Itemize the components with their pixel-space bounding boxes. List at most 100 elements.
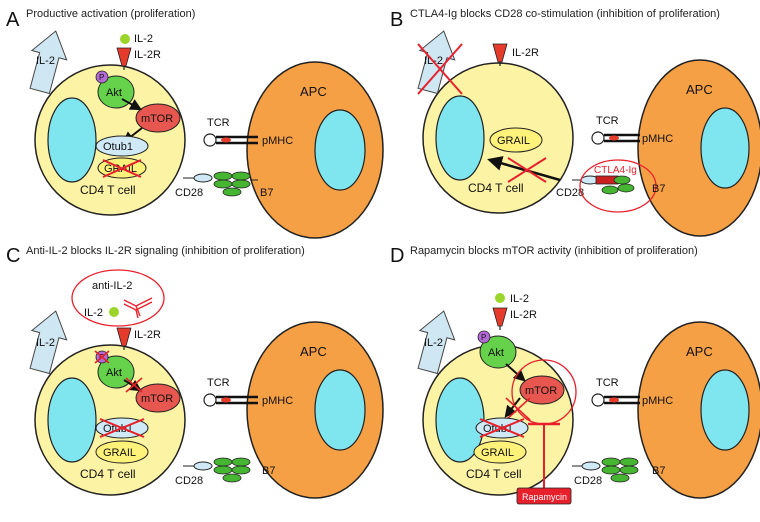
- il2-secretion-arrow: [29, 310, 68, 375]
- apc-nucleus: [314, 109, 366, 191]
- panel-d-title: Rapamycin blocks mTOR activity (inhibiti…: [410, 245, 698, 257]
- cell-label: CD4 T cell: [80, 183, 136, 197]
- cd28-receptor: [581, 461, 601, 471]
- il2-secretion-arrow: [29, 30, 68, 95]
- il2-receptor: [492, 307, 508, 327]
- anti-il2-highlight-circle: [71, 269, 165, 327]
- tcr-receptor: [203, 133, 217, 147]
- panel-d: D Rapamycin blocks mTOR activity (inhibi…: [390, 245, 760, 505]
- il2-receptor: [116, 327, 132, 347]
- phospho-label: P: [99, 73, 104, 82]
- apc-cell: [637, 59, 760, 237]
- il2-label: IL-2: [510, 293, 529, 305]
- mtor-node: [135, 383, 181, 413]
- phospho-marker: [477, 330, 491, 344]
- il2r-label: IL-2R: [134, 329, 161, 341]
- cell-label: CD4 T cell: [466, 467, 522, 481]
- apc-label: APC: [686, 344, 713, 359]
- il2-molecule: [495, 293, 505, 303]
- il2r-label: IL-2R: [510, 309, 537, 321]
- panel-b-letter: B: [390, 9, 403, 31]
- peptide: [609, 135, 619, 141]
- grail-node: [95, 440, 149, 464]
- grail-label: GRAIL: [497, 135, 530, 147]
- apc-label: APC: [300, 344, 327, 359]
- panel-d-letter: D: [390, 245, 404, 267]
- apc-label: APC: [686, 82, 713, 97]
- tcr-label: TCR: [207, 117, 230, 129]
- pmhc-label: pMHC: [642, 395, 673, 407]
- cd28-receptor: [193, 461, 213, 471]
- cd28-label: CD28: [556, 187, 584, 199]
- grail-node: [489, 127, 543, 153]
- otub1-label: Otub1: [103, 141, 133, 153]
- tcr-receptor: [591, 393, 605, 407]
- apc-nucleus: [700, 369, 750, 451]
- rapamycin-label: Rapamycin: [522, 492, 567, 502]
- il2-secretion-arrow: [417, 310, 456, 375]
- apc-cell: [637, 321, 760, 499]
- grail-label: GRAIL: [103, 447, 136, 459]
- phospho-marker: [95, 70, 109, 84]
- il2-receptor: [116, 47, 132, 67]
- il2-receptor: [492, 43, 508, 63]
- akt-node: [479, 335, 517, 369]
- rapamycin-box: [516, 487, 572, 505]
- cd28-receptor: [193, 173, 213, 183]
- akt-label: Akt: [106, 367, 122, 379]
- anti-il2-antibody: [123, 297, 153, 319]
- il2-label: IL-2: [134, 33, 153, 45]
- panel-b-title: CTLA4-Ig blocks CD28 co-stimulation (inh…: [410, 8, 720, 20]
- ctla4-ig-label: CTLA4-Ig: [594, 165, 637, 176]
- b7-ligand: [213, 457, 251, 483]
- tcr-receptor: [203, 393, 217, 407]
- b7-ligand: [213, 171, 258, 197]
- anti-il2-label: anti-IL-2: [92, 280, 132, 292]
- il2-arrow-label: IL-2: [36, 337, 55, 349]
- panel-b: B CTLA4-Ig blocks CD28 co-stimulation (i…: [390, 8, 760, 237]
- b7-label: B7: [260, 187, 273, 199]
- mtor-label: mTOR: [141, 393, 173, 405]
- mtor-label: mTOR: [141, 113, 173, 125]
- il2-arrow-label: IL-2: [424, 337, 443, 349]
- il2-label: IL-2: [84, 307, 103, 319]
- tcr-label: TCR: [596, 115, 619, 127]
- pmhc-label: pMHC: [262, 135, 293, 147]
- il2-arrow-label: IL-2: [36, 55, 55, 67]
- il2r-label: IL-2R: [134, 49, 161, 61]
- otub1-node: [95, 135, 149, 157]
- il2-molecule: [120, 34, 130, 44]
- b7-ligand: [601, 457, 639, 483]
- peptide: [221, 137, 231, 143]
- panel-a: A Productive activation (proliferation) …: [6, 8, 384, 239]
- apc-nucleus: [314, 369, 366, 451]
- peptide: [221, 397, 231, 403]
- akt-label: Akt: [488, 347, 504, 359]
- apc-nucleus: [700, 107, 750, 189]
- mtor-node: [135, 103, 181, 133]
- panel-a-title: Productive activation (proliferation): [26, 8, 195, 20]
- mtor-label: mTOR: [525, 385, 557, 397]
- cd28-label: CD28: [175, 187, 203, 199]
- tcr-receptor: [591, 131, 605, 145]
- pmhc-label: pMHC: [262, 395, 293, 407]
- b7-label: B7: [262, 465, 275, 477]
- grail-node: [473, 440, 527, 464]
- panel-c-title: Anti-IL-2 blocks IL-2R signaling (inhibi…: [26, 245, 305, 257]
- cd28-label: CD28: [574, 475, 602, 487]
- mtor-node: [519, 375, 565, 405]
- il2r-label: IL-2R: [512, 47, 539, 59]
- b7-label: B7: [652, 465, 665, 477]
- tcr-label: TCR: [207, 377, 230, 389]
- t-cell-nucleus: [47, 97, 97, 183]
- akt-label: Akt: [106, 87, 122, 99]
- ctla4-highlight-circle: [579, 159, 657, 213]
- b7-label: B7: [652, 183, 665, 195]
- phospho-label: P: [481, 333, 486, 342]
- peptide: [609, 397, 619, 403]
- il2-molecule: [109, 307, 119, 317]
- panel-c-letter: C: [6, 245, 20, 267]
- b7-ligand: [601, 175, 635, 195]
